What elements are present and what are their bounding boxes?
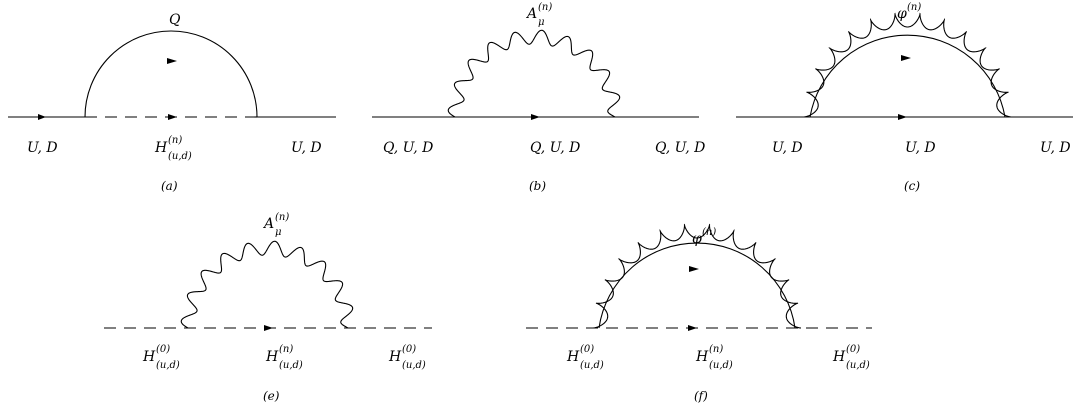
a-scalar-arrow <box>168 114 177 120</box>
f-mid-label-sub: (u,d) <box>709 360 733 371</box>
c-right-label: U, D <box>1040 140 1071 156</box>
e-loop-label-sub: μ <box>275 227 282 238</box>
e-caption: (e) <box>263 389 280 403</box>
b-loop-label: A <box>525 6 537 22</box>
f-left-label: H <box>566 349 580 365</box>
b-right-label: Q, U, D <box>655 140 705 156</box>
e-right-label: H <box>388 349 402 365</box>
a-loop-label: Q <box>169 12 181 28</box>
e-mid-label-sup: (n) <box>279 344 293 355</box>
a-incoming-arrow <box>38 114 46 120</box>
f-loop-label-sup: (n) <box>702 227 716 238</box>
f-scalar-wiggly-line <box>592 223 802 329</box>
b-fermion-arrow <box>531 114 540 120</box>
f-mid-label-sup: (n) <box>709 344 723 355</box>
f-right-label-sub: (u,d) <box>846 360 870 371</box>
f-left-label-sub: (u,d) <box>580 360 604 371</box>
diagram-b: A (n) μ Q, U, D Q, U, D Q, U, D (b) <box>372 2 705 193</box>
c-loop-label-sup: (n) <box>907 2 921 13</box>
f-right-label: H <box>832 349 846 365</box>
e-loop-label: A <box>262 216 274 232</box>
c-fermion-arrow <box>898 114 907 120</box>
b-left-label: Q, U, D <box>383 140 433 156</box>
b-gauge-boson-wavy-line <box>447 29 621 118</box>
a-left-label: U, D <box>27 140 58 156</box>
b-caption: (b) <box>529 179 546 193</box>
f-loop-arrow <box>689 266 699 272</box>
e-loop-label-sup: (n) <box>275 212 289 223</box>
a-loop-arrow <box>167 58 177 64</box>
e-mid-label-sub: (u,d) <box>279 360 303 371</box>
diagram-c: φ (n) U, D U, D U, D (c) <box>736 2 1073 193</box>
c-scalar-wiggly-line <box>803 12 1012 118</box>
e-right-label-sup: (0) <box>402 344 416 355</box>
c-caption: (c) <box>904 179 920 193</box>
e-scalar-arrow <box>264 325 273 331</box>
f-left-label-sup: (0) <box>580 344 594 355</box>
b-loop-label-sup: (n) <box>538 2 552 13</box>
a-fermion-loop-arc <box>84 30 258 118</box>
c-loop-label: φ <box>897 6 907 22</box>
c-loop-arrow <box>901 55 911 61</box>
e-gauge-boson-wavy-line <box>180 240 354 329</box>
a-right-label: U, D <box>291 140 322 156</box>
f-scalar-arrow <box>688 325 697 331</box>
e-right-label-sub: (u,d) <box>402 360 426 371</box>
c-scalar-loop-arc <box>809 34 1006 118</box>
diagram-f: φ (n) H (0) (u,d) H (n) (u,d) H (0) (u,d… <box>526 223 872 403</box>
e-left-label-sup: (0) <box>156 344 170 355</box>
f-mid-label: H <box>695 349 709 365</box>
f-loop-label: φ <box>692 231 702 247</box>
a-mid-label-sup: (n) <box>168 135 182 146</box>
diagram-e: A (n) μ H (0) (u,d) H (n) (u,d) H (0) (u… <box>104 212 432 403</box>
f-scalar-loop-arc <box>598 242 796 329</box>
e-mid-label: H <box>265 349 279 365</box>
b-loop-label-sub: μ <box>538 17 545 28</box>
b-mid-label: Q, U, D <box>530 140 580 156</box>
e-left-label-sub: (u,d) <box>156 360 180 371</box>
diagram-a: Q U, D H (n) (u,d) U, D (a) <box>8 12 336 193</box>
c-left-label: U, D <box>772 140 803 156</box>
a-mid-label-sub: (u,d) <box>168 151 192 162</box>
f-right-label-sup: (0) <box>846 344 860 355</box>
c-mid-label: U, D <box>905 140 936 156</box>
f-caption: (f) <box>694 389 708 403</box>
e-left-label: H <box>142 349 156 365</box>
a-mid-label: H <box>154 140 168 156</box>
a-caption: (a) <box>161 179 178 193</box>
